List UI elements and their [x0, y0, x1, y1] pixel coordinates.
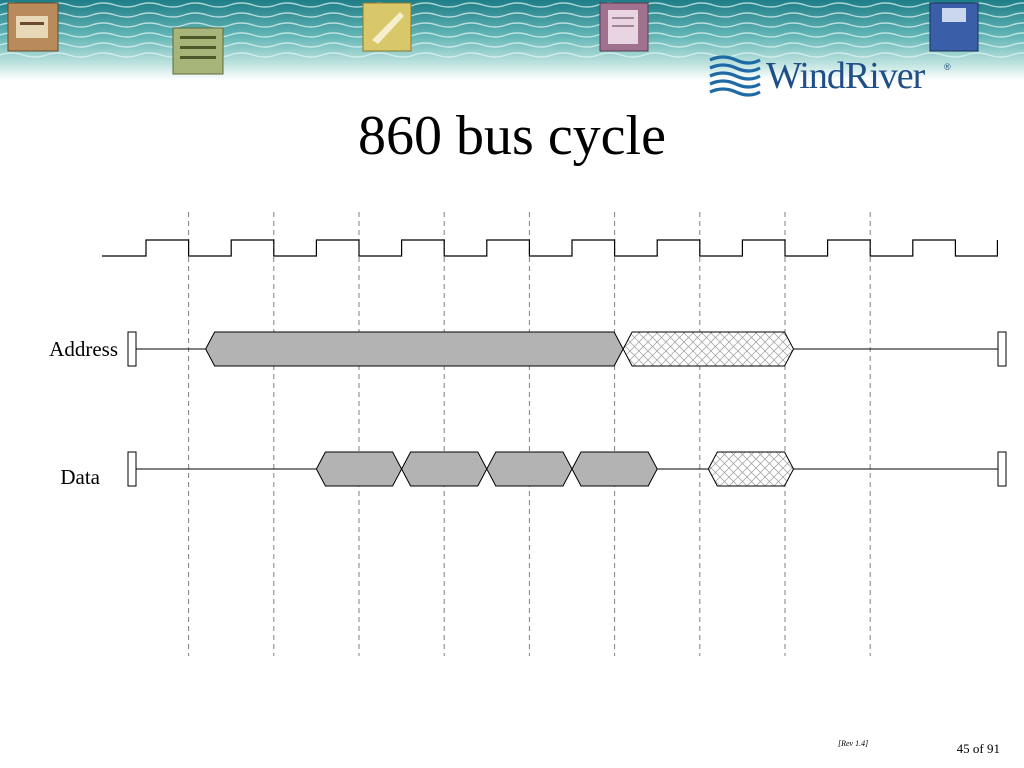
- page-number: 45 of 91: [956, 741, 1000, 756]
- valid-data-segment: [401, 451, 488, 487]
- windriver-logo: WindRiver ®: [708, 52, 958, 102]
- signal-address: [127, 331, 1007, 367]
- signal-label-address: Address: [49, 337, 118, 361]
- logo-wordmark: WindRiver: [766, 55, 925, 97]
- signal-waveforms: [127, 331, 1007, 487]
- valid-data-segment: [315, 451, 403, 487]
- clock-signal: [102, 239, 998, 257]
- wave-logo-mark: [709, 55, 761, 97]
- revision-note: [Rev 1.4]: [838, 739, 869, 748]
- clock-guide-lines: [188, 212, 871, 656]
- logo-registered-mark: ®: [944, 62, 951, 72]
- valid-data-segment: [205, 331, 624, 367]
- floppy-disk-icon: [929, 2, 979, 52]
- clock-waveform: [102, 239, 998, 257]
- signal-label-data: Data: [60, 465, 100, 489]
- circuit-board-icon: [172, 27, 224, 75]
- slide-title: 860 bus cycle: [358, 105, 666, 167]
- valid-data-segment: [571, 451, 658, 487]
- valid-data-segment: [486, 451, 573, 487]
- invalid-data-segment: [622, 331, 795, 367]
- telephone-icon: [7, 2, 59, 52]
- signal-data: [127, 451, 1007, 487]
- invalid-data-segment: [707, 451, 795, 487]
- header-banner: [0, 0, 1024, 80]
- signal-end-marker: [127, 451, 137, 487]
- document-pen-icon: [599, 2, 649, 52]
- signal-end-marker: [127, 331, 137, 367]
- signal-end-marker: [997, 331, 1007, 367]
- signal-end-marker: [997, 451, 1007, 487]
- space-shuttle-icon: [362, 2, 412, 52]
